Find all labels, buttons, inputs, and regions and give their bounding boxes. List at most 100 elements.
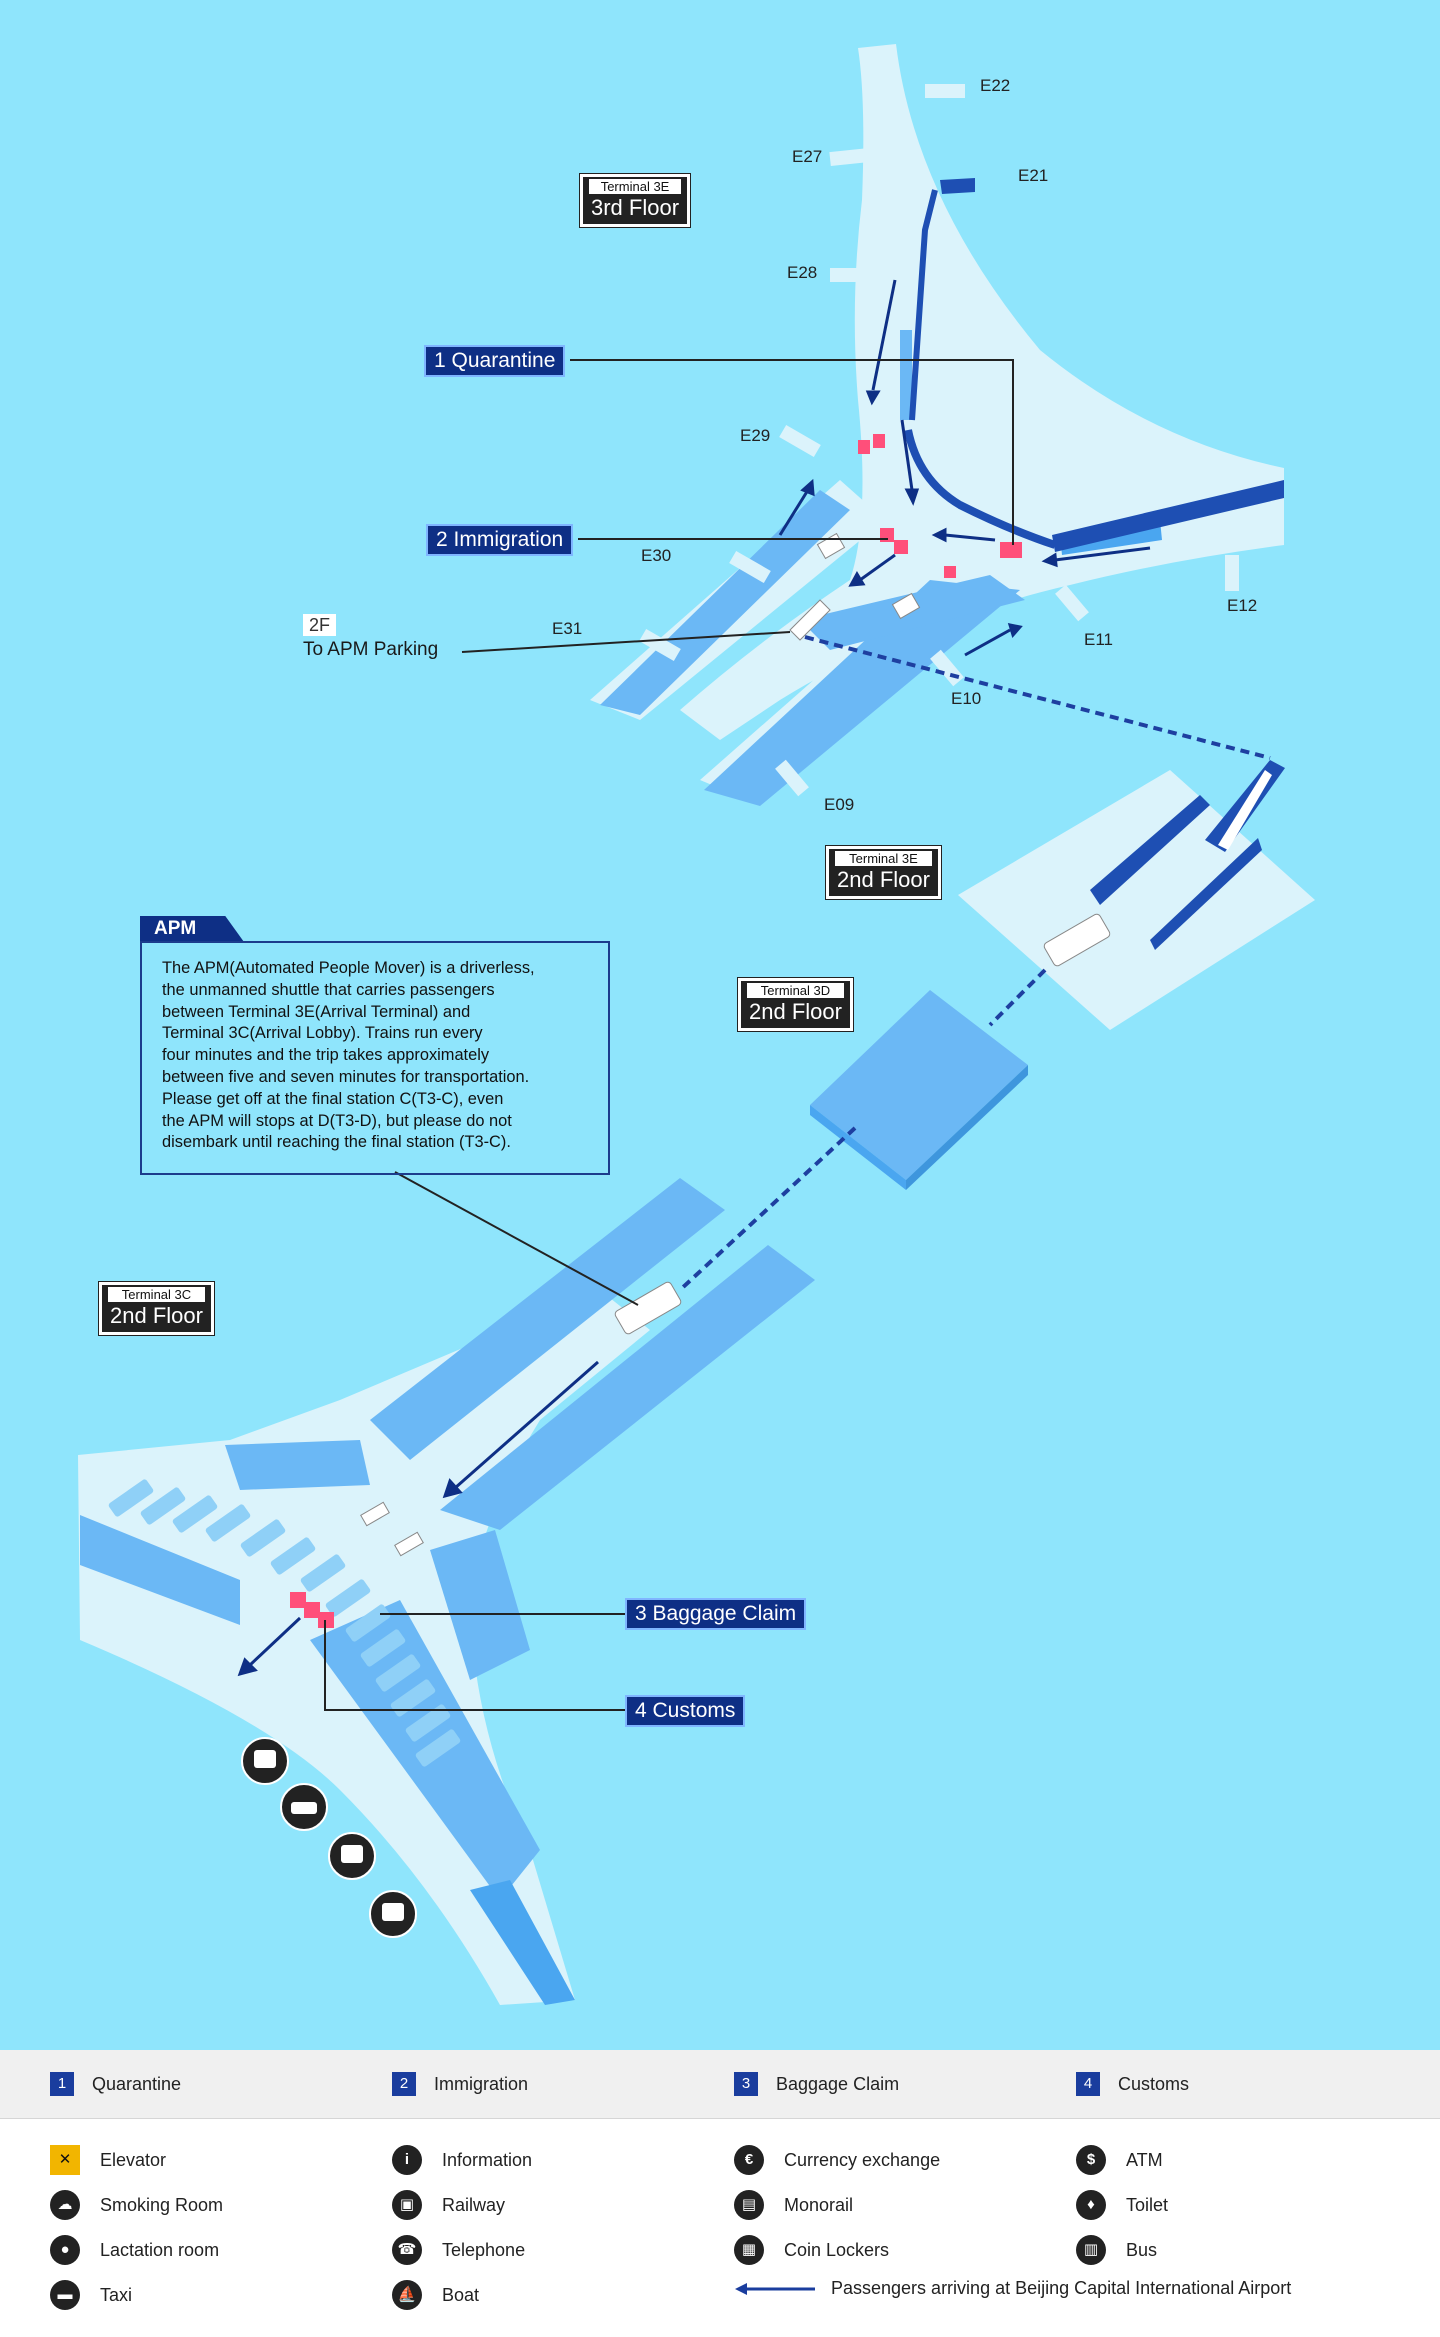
legend-item-label: ATM [1126,2149,1163,2170]
legend-step-label: Immigration [434,2073,529,2094]
apm-line: four minutes and the trip takes approxim… [162,1046,490,1065]
legend-taxi: ▬ Taxi [50,2280,132,2310]
legend-arrival-route: Passengers arriving at Beijing Capital I… [735,2278,1291,2299]
apm-line: The APM(Automated People Mover) is a dri… [162,959,535,977]
apm-line: the APM will stops at D(T3-D), but pleas… [162,1111,512,1130]
legend-step-baggage-claim: 3 Baggage Claim [734,2072,899,2096]
legend-information: i Information [392,2145,532,2175]
legend-railway: ▣ Railway [392,2190,505,2220]
legend-item-label: Currency exchange [784,2149,941,2170]
bus-icon: ▥ [1076,2235,1106,2265]
monorail-icon: ▤ [734,2190,764,2220]
apm-parking-note: 2F To APM Parking [303,614,438,662]
step-number-badge: 4 [1076,2072,1100,2096]
gate-e30: E30 [641,546,671,565]
currency-exchange-icon: € [734,2145,764,2175]
t3e-2nd-floor-plan [958,760,1315,1030]
transport-icons [241,1737,417,1938]
legend-currency-exchange: € Currency exchange [734,2145,940,2175]
legend-step-label: Quarantine [92,2073,182,2094]
gate-e28: E28 [787,263,817,282]
legend-item-label: Railway [442,2194,506,2215]
apm-line: between five and seven minutes for trans… [162,1067,530,1086]
t3c-2nd-floor-plan [78,1178,815,2005]
legend-boat: ⛵ Boat [392,2280,479,2310]
legend-atm: $ ATM [1076,2145,1163,2175]
gate-e31: E31 [552,619,582,638]
apm-route [678,635,1271,1292]
legend-item-label: Coin Lockers [784,2239,890,2260]
gate-e27: E27 [792,147,822,166]
legend-item-label: Bus [1126,2239,1158,2260]
map-legend: 1 Quarantine 2 Immigration 3 Baggage Cla… [0,2050,1440,2337]
lactation-room-icon: ● [50,2235,80,2265]
legend-item-label: Taxi [100,2284,133,2305]
telephone-icon: ☎ [392,2235,422,2265]
floor-tag-t3e-3rd: Terminal 3E 3rd Floor [578,173,692,228]
gate-e21: E21 [1018,166,1048,185]
step-number-badge: 2 [392,2072,416,2096]
legend-step-quarantine: 1 Quarantine [50,2072,181,2096]
parking-text: To APM Parking [303,639,439,660]
apm-title-tab: APM [140,916,244,942]
legend-step-label: Baggage Claim [776,2073,900,2094]
legend-step-customs: 4 Customs [1076,2072,1189,2096]
legend-item-label: Boat [442,2284,480,2305]
parking-floor-badge: 2F [303,614,337,636]
legend-smoking-room: ☁ Smoking Room [50,2190,223,2220]
apm-info-box [140,941,610,1175]
floor-tag-t3c-2nd: Terminal 3C 2nd Floor [98,1281,215,1336]
legend-item-label: Elevator [100,2149,167,2170]
coin-lockers-icon: ▦ [734,2235,764,2265]
legend-step-immigration: 2 Immigration [392,2072,528,2096]
legend-item-label: Toilet [1126,2194,1169,2215]
legend-item-label: Monorail [784,2194,854,2215]
floor-tag-t3e-2nd: Terminal 3E 2nd Floor [825,845,942,900]
step-label-immigration: 2 Immigration [426,524,574,556]
step-number-badge: 3 [734,2072,758,2096]
floor-tag-t3d-2nd: Terminal 3D 2nd Floor [737,977,854,1032]
apm-line: Terminal 3C(Arrival Lobby). Trains run e… [162,1024,483,1043]
apm-line: between Terminal 3E(Arrival Terminal) an… [162,1002,471,1021]
elevator-icon: ✕ [50,2145,80,2175]
gate-e09: E09 [824,795,854,814]
gate-e11: E11 [1084,630,1113,649]
gate-labels: E22 E27 E21 E28 E29 E30 E31 E12 E11 E10 … [552,76,1257,814]
gate-e29: E29 [740,426,770,445]
apm-description: The APM(Automated People Mover) is a dri… [162,958,592,1154]
legend-bus: ▥ Bus [1076,2235,1157,2265]
atm-icon: $ [1076,2145,1106,2175]
legend-elevator: ✕ Elevator [50,2145,166,2175]
apm-line: the unmanned shuttle that carries passen… [162,980,495,999]
step-label-customs: 4 Customs [625,1695,746,1727]
legend-monorail: ▤ Monorail [734,2190,853,2220]
legend-arrival-label: Passengers arriving at Beijing Capital I… [831,2278,1292,2298]
legend-item-label: Smoking Room [100,2194,224,2215]
toilet-icon: ♦ [1076,2190,1106,2220]
smoking-room-icon: ☁ [50,2190,80,2220]
legend-coin-lockers: ▦ Coin Lockers [734,2235,889,2265]
boat-icon: ⛵ [392,2280,422,2310]
leader-lines [324,359,1014,1711]
legend-item-label: Lactation room [100,2239,220,2260]
step-label-baggage-claim: 3 Baggage Claim [625,1598,807,1630]
legend-item-label: Information [442,2149,533,2170]
legend-toilet: ♦ Toilet [1076,2190,1168,2220]
step-number-badge: 1 [50,2072,74,2096]
railway-icon: ▣ [392,2190,422,2220]
gate-e22: E22 [980,76,1010,95]
apm-line: Please get off at the final station C(T3… [162,1089,504,1108]
arrow-left-icon [735,2282,815,2295]
legend-telephone: ☎ Telephone [392,2235,525,2265]
apm-line: disembark until reaching the final stati… [162,1133,511,1152]
step-label-quarantine: 1 Quarantine [424,345,566,377]
t3d-2nd-floor-plan [810,990,1028,1190]
legend-step-label: Customs [1118,2073,1190,2094]
legend-item-label: Telephone [442,2239,526,2260]
gate-e12: E12 [1227,596,1257,615]
gate-e10: E10 [951,689,981,708]
legend-lactation-room: ● Lactation room [50,2235,219,2265]
information-icon: i [392,2145,422,2175]
terminal-map: E22 E27 E21 E28 E29 E30 E31 E12 E11 E10 … [0,0,1440,2050]
legend-steps-bar: 1 Quarantine 2 Immigration 3 Baggage Cla… [0,2050,1440,2119]
